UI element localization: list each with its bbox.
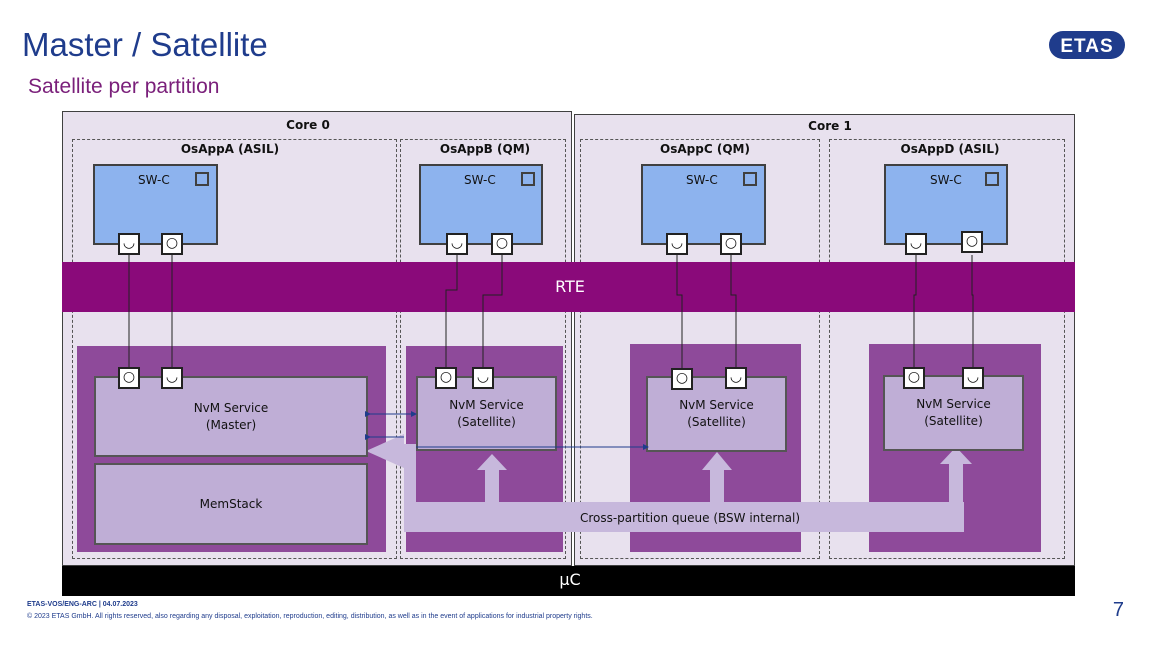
swc-b-provided-port: ○ xyxy=(491,233,513,255)
svc-c-required-port: ◡ xyxy=(725,367,747,389)
swc-b-label: SW-C xyxy=(464,173,496,187)
osapp-a-label: OsAppA (ASIL) xyxy=(180,142,280,156)
swc-c-provided-port: ○ xyxy=(720,233,742,255)
svc-d-required-port: ◡ xyxy=(962,367,984,389)
footer-doc-info: ETAS-VOS/ENG-ARC | 04.07.2023 xyxy=(27,601,138,608)
swc-c-component-icon xyxy=(743,172,757,186)
swc-d-provided-port: ○ xyxy=(961,231,983,253)
swc-c-required-port: ◡ xyxy=(666,233,688,255)
swc-d-label: SW-C xyxy=(930,173,962,187)
osapp-a-partition xyxy=(72,139,397,559)
osapp-c-label: OsAppC (QM) xyxy=(660,142,750,156)
svc-c-provided-port: ○ xyxy=(671,368,693,390)
nvm-service-c-line2: (Satellite) xyxy=(687,415,746,429)
etas-logo: ETAS xyxy=(1049,31,1125,59)
swc-a-component-icon xyxy=(195,172,209,186)
memstack-label: MemStack xyxy=(199,496,263,511)
nvm-service-master-line2: (Master) xyxy=(205,417,257,432)
nvm-service-d-line1: NvM Service xyxy=(916,397,991,411)
microcontroller-label: μC xyxy=(559,570,581,589)
footer-separator: | xyxy=(98,601,101,608)
core-1-label: Core 1 xyxy=(808,119,852,133)
footer-copyright: © 2023 ETAS GmbH. All rights reserved, a… xyxy=(27,613,593,620)
osapp-b-label: OsAppB (QM) xyxy=(439,142,531,156)
nvm-service-b-line2: (Satellite) xyxy=(457,414,516,429)
swc-a-provided-port: ○ xyxy=(161,233,183,255)
microcontroller-layer xyxy=(62,566,1075,596)
page-subtitle: Satellite per partition xyxy=(28,75,220,98)
nvm-service-master-line1: NvM Service xyxy=(193,400,269,415)
queue-label: Cross-partition queue (BSW internal) xyxy=(579,511,801,525)
svc-b-provided-port: ○ xyxy=(435,367,457,389)
osapp-d-partition xyxy=(829,139,1065,559)
memstack: MemStack xyxy=(94,463,368,545)
swc-a-label: SW-C xyxy=(138,173,170,187)
nvm-service-b-line1: NvM Service xyxy=(449,397,524,412)
swc-c-label: SW-C xyxy=(686,173,718,187)
osapp-c-partition xyxy=(580,139,820,559)
footer-doc-id: ETAS-VOS/ENG-ARC xyxy=(27,601,97,608)
page-number: 7 xyxy=(1112,599,1124,621)
svc-b-required-port: ◡ xyxy=(472,367,494,389)
nvm-service-c-line1: NvM Service xyxy=(679,398,754,412)
svc-d-provided-port: ○ xyxy=(903,367,925,389)
swc-b-required-port: ◡ xyxy=(446,233,468,255)
swc-a-required-port: ◡ xyxy=(118,233,140,255)
swc-d-component-icon xyxy=(985,172,999,186)
svc-a-provided-port: ○ xyxy=(118,367,140,389)
swc-d-required-port: ◡ xyxy=(905,233,927,255)
rte-layer xyxy=(62,262,1075,312)
osapp-d-label: OsAppD (ASIL) xyxy=(900,142,1000,156)
nvm-service-satellite-c: NvM Service (Satellite) xyxy=(646,376,787,452)
svc-a-required-port: ◡ xyxy=(161,367,183,389)
core-0-label: Core 0 xyxy=(286,118,330,132)
swc-b-component-icon xyxy=(521,172,535,186)
nvm-service-d-line2: (Satellite) xyxy=(924,414,983,428)
logo-text: ETAS xyxy=(1060,36,1113,57)
osapp-b-partition xyxy=(400,139,566,559)
rte-label: RTE xyxy=(555,277,585,296)
footer-date: 04.07.2023 xyxy=(102,601,138,608)
nvm-service-master: NvM Service (Master) xyxy=(94,376,368,457)
page-title: Master / Satellite xyxy=(22,26,268,63)
